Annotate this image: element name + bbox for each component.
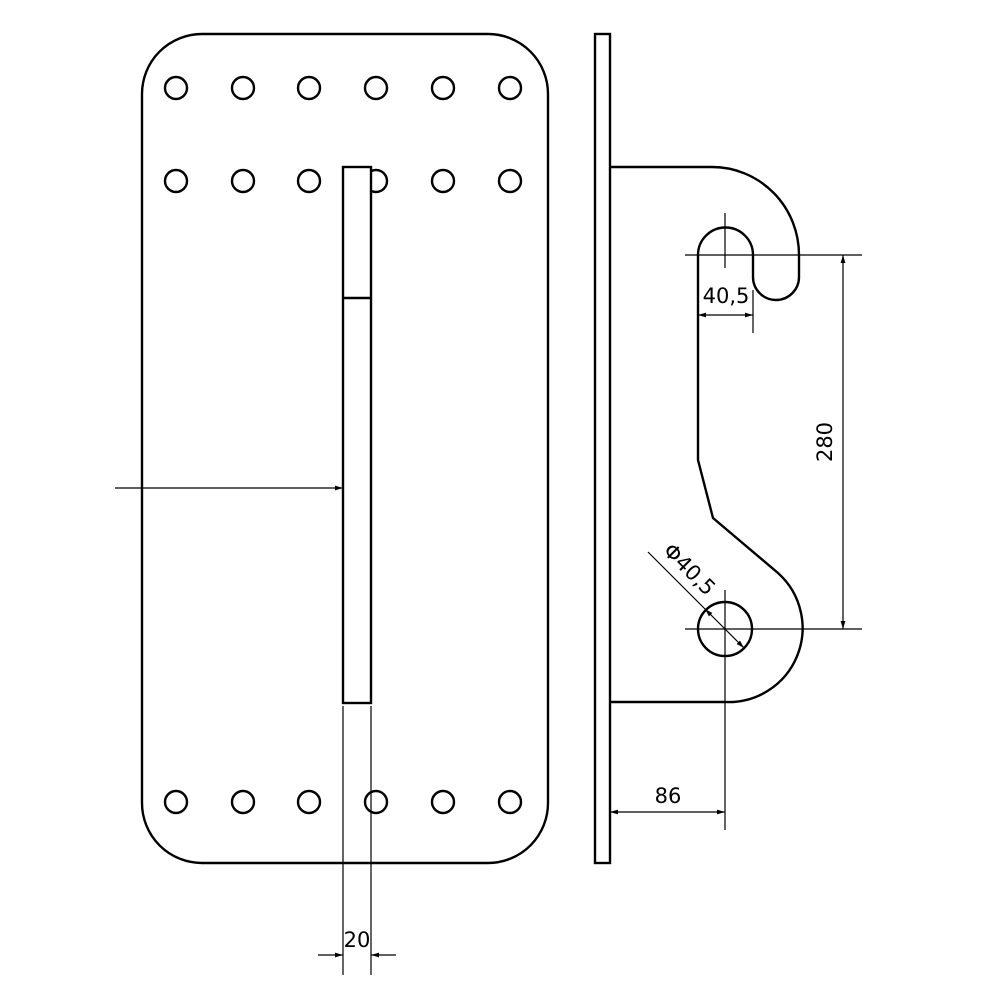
mounting-holes bbox=[163, 75, 523, 815]
mounting-hole bbox=[363, 789, 389, 815]
welded-bar bbox=[341, 165, 373, 705]
mounting-hole bbox=[296, 168, 322, 194]
mounting-hole bbox=[430, 789, 456, 815]
mounting-hole bbox=[497, 75, 523, 101]
mounting-hole bbox=[230, 75, 256, 101]
side-view: 40,5 280 Φ40,5 86 bbox=[593, 32, 862, 865]
base-plate bbox=[140, 32, 550, 865]
dimension-line bbox=[724, 628, 745, 649]
dimension-line bbox=[704, 608, 726, 630]
mounting-hole bbox=[497, 789, 523, 815]
front-view: 20 bbox=[115, 32, 550, 975]
mounting-hole bbox=[163, 168, 189, 194]
dimension-label-diameter: Φ40,5 bbox=[658, 539, 720, 601]
dimension-label-280: 280 bbox=[813, 422, 837, 462]
mounting-hole bbox=[363, 75, 389, 101]
mounting-hole bbox=[296, 75, 322, 101]
mounting-hole bbox=[163, 75, 189, 101]
mounting-hole bbox=[497, 168, 523, 194]
plate-edge bbox=[593, 32, 612, 865]
mounting-hole bbox=[230, 168, 256, 194]
dimension-label-86: 86 bbox=[655, 784, 682, 808]
mounting-hole bbox=[430, 168, 456, 194]
dimension-label-20: 20 bbox=[344, 928, 371, 952]
mounting-hole bbox=[430, 75, 456, 101]
mounting-hole bbox=[230, 789, 256, 815]
leader-line bbox=[647, 551, 706, 610]
mounting-hole bbox=[296, 789, 322, 815]
hook-profile bbox=[610, 165, 804, 704]
mounting-hole bbox=[163, 789, 189, 815]
dimension-label-40-5: 40,5 bbox=[703, 284, 750, 308]
